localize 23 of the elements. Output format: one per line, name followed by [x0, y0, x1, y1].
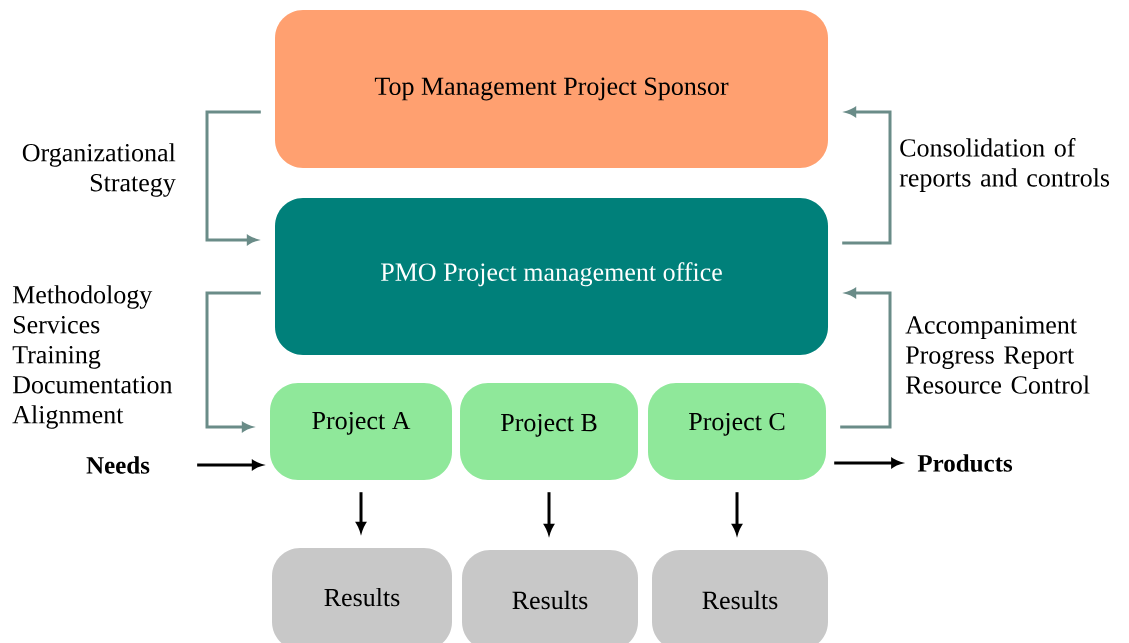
project-box: Project B — [460, 383, 638, 480]
bracket-arrow — [205, 110, 261, 245]
arrow — [544, 492, 554, 535]
arrow — [834, 458, 902, 468]
bracket-arrow — [842, 107, 892, 245]
arrow — [356, 492, 366, 533]
bracket-arrow — [840, 288, 892, 429]
arrow — [197, 460, 263, 470]
input-label: Needs — [86, 456, 150, 474]
project-box: Project A — [270, 383, 452, 480]
arrow — [732, 492, 742, 535]
results-box: Results — [462, 550, 638, 643]
output-label: Products — [917, 454, 1013, 472]
edge-label: Accompaniment Progress Report Resource Control — [905, 316, 1090, 394]
results-box: Results — [652, 550, 828, 643]
bracket-arrow — [205, 291, 261, 432]
edge-label: Organizational Strategy — [22, 143, 176, 197]
project-box: Project C — [648, 383, 826, 480]
sponsor-box: Top Management Project Sponsor — [275, 10, 828, 168]
office-box: PMO Project management office — [275, 198, 828, 355]
results-box: Results — [272, 548, 452, 643]
edge-label: Methodology Services Training Documentation Alignment — [12, 285, 173, 429]
edge-label: Consolidation of reports and controls — [899, 138, 1110, 192]
